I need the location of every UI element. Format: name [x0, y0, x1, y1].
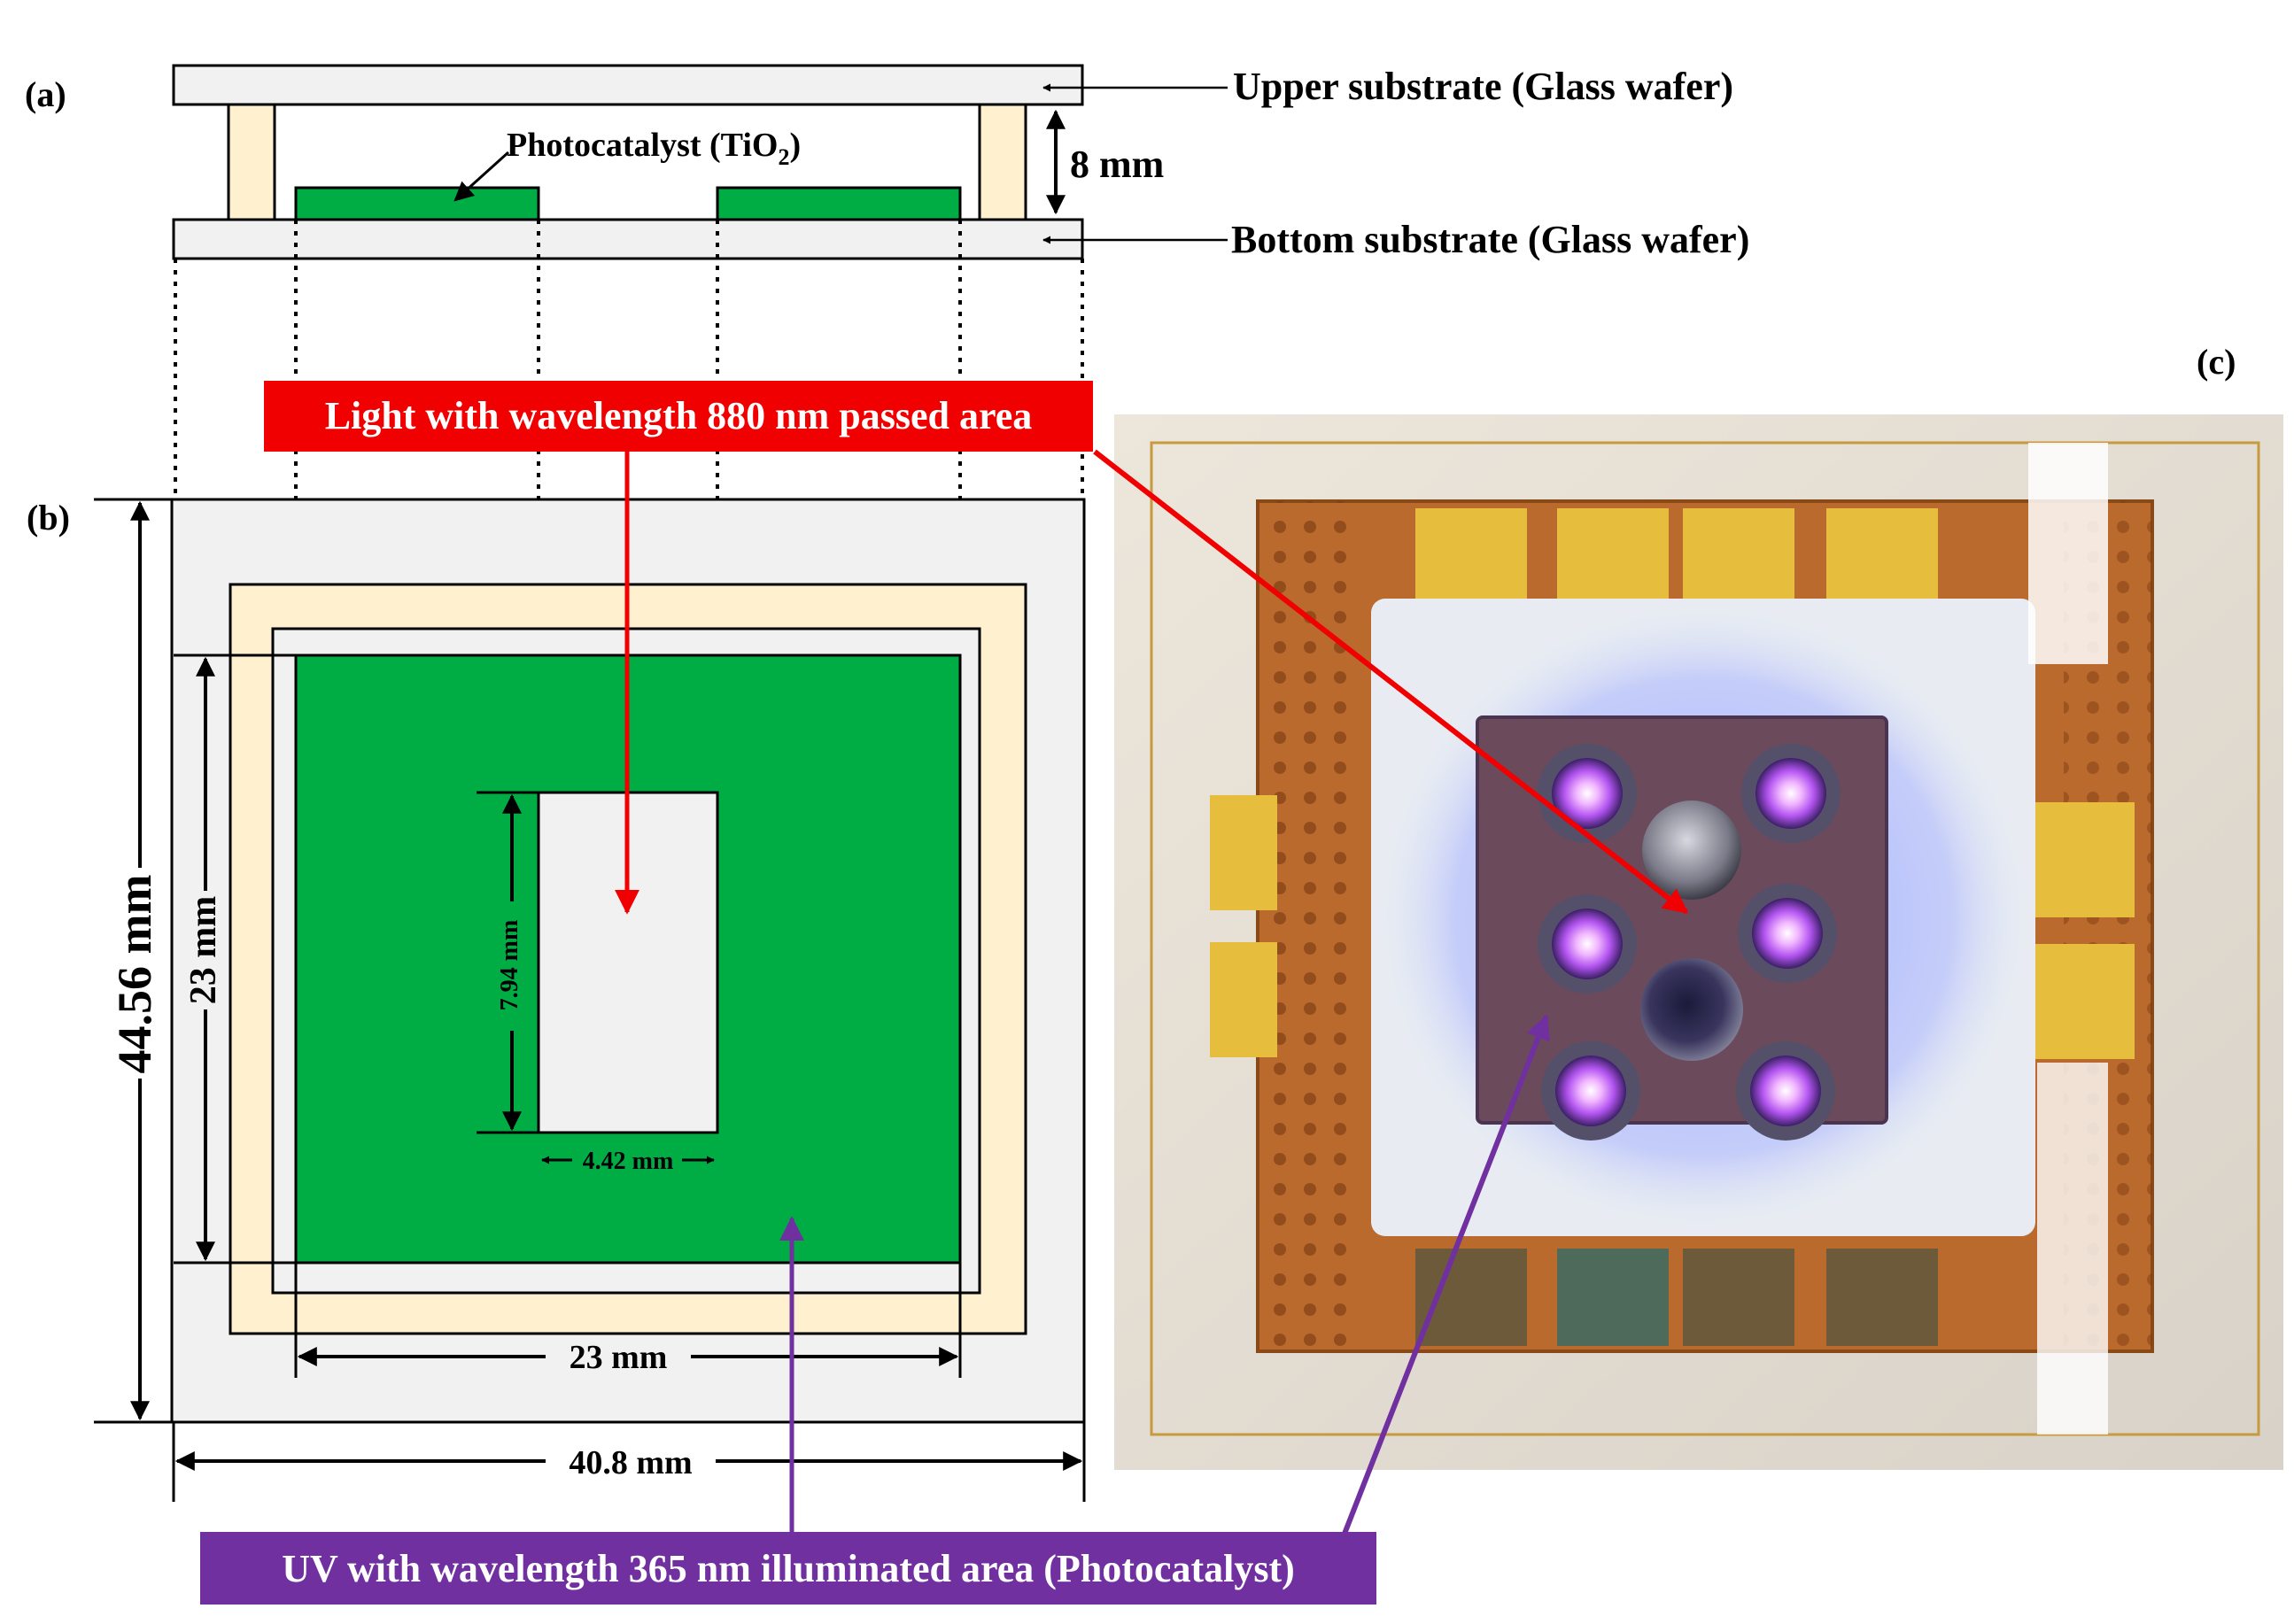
gap-label: 8 mm — [1070, 143, 1164, 186]
uv-callout-label: UV with wavelength 365 nm illuminated ar… — [282, 1547, 1295, 1590]
window-width-label: 4.42 mm — [583, 1148, 674, 1175]
window-height-label: 7.94 mm — [496, 920, 523, 1011]
height-outer-label: 44.56 mm — [108, 875, 161, 1074]
panel-label-c: (c) — [2197, 342, 2236, 382]
width-outer-label: 40.8 mm — [569, 1444, 692, 1481]
cross-section: Upper substrate (Glass wafer) Bottom sub… — [172, 64, 1749, 261]
spacer-left — [227, 103, 276, 221]
spacer-right — [978, 103, 1027, 221]
width-inner-label: 23 mm — [570, 1339, 668, 1376]
uv-callout: UV with wavelength 365 nm illuminated ar… — [200, 1014, 1550, 1605]
panel-label-b: (b) — [27, 498, 70, 537]
upper-substrate — [172, 64, 1084, 106]
top-view: 44.56 mm 23 mm 7.94 mm 4.42 mm 23 mm 40.… — [94, 498, 1086, 1502]
projection-lines — [174, 220, 1084, 793]
height-inner-label: 23 mm — [183, 896, 224, 1004]
device-photo — [1114, 414, 2283, 1470]
tio2-strip-right — [716, 186, 962, 221]
photocatalyst-pointer — [453, 151, 510, 202]
panel-label-a: (a) — [25, 74, 66, 114]
bottom-substrate — [172, 218, 1084, 260]
ir-callout: Light with wavelength 880 nm passed area — [264, 381, 1689, 915]
upper-substrate-label: Upper substrate (Glass wafer) — [1233, 65, 1733, 108]
photocatalyst-label: Photocatalyst (TiO2) — [507, 127, 801, 170]
ir-callout-label: Light with wavelength 880 nm passed area — [325, 394, 1033, 437]
tio2-strip-left — [294, 186, 540, 221]
bottom-substrate-label: Bottom substrate (Glass wafer) — [1231, 218, 1749, 261]
